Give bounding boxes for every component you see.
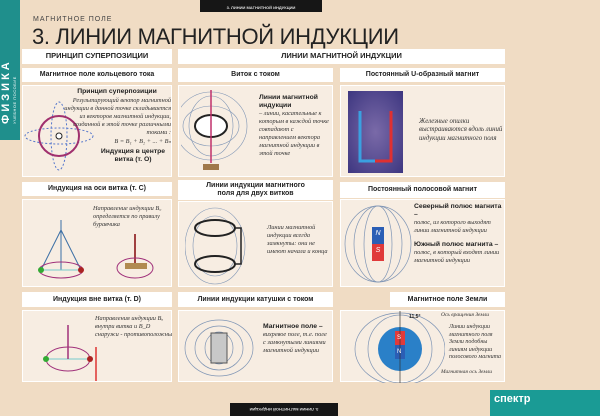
loop-field-diagram bbox=[181, 90, 248, 170]
two-loops-diagram bbox=[185, 207, 246, 285]
panel-title-axis: Индукция на оси витка (т. С) bbox=[22, 182, 172, 196]
north-text: полюс, из которого выходят линии магнитн… bbox=[414, 219, 491, 235]
panel-earth: S N 11,5° Ось вращения Земли Линии индук… bbox=[340, 310, 505, 383]
south-pole-label: S bbox=[375, 247, 381, 254]
section-label: МАГНИТНОЕ ПОЛЕ bbox=[33, 16, 113, 23]
north-term: Северный полюс магнита – bbox=[414, 203, 502, 219]
outside-induction-diagram bbox=[43, 325, 97, 381]
panel-u-magnet: Железные опилки выстраиваются вдоль лини… bbox=[340, 85, 505, 177]
panel-title-loop: Виток с током bbox=[178, 68, 333, 82]
logo-text: спектр bbox=[494, 393, 531, 405]
subject-subtitle: УЧЕБНОЕ ПОСОБИЕ bbox=[12, 76, 17, 124]
panel-coil: Магнитное поле – вихревое поле, т.е. пол… bbox=[178, 310, 333, 382]
panel-title-earth: Магнитное поле Земли bbox=[390, 292, 505, 307]
bottom-tab: 3. ЛИНИИ МАГНИТНОЙ ИНДУКЦИИ bbox=[230, 403, 338, 416]
ring-formula: B = B₁ + B₂ + ... + Bₙ bbox=[114, 138, 171, 146]
ring-current-diagram bbox=[24, 101, 94, 171]
earth-rotation-axis-label: Ось вращения Земли bbox=[441, 312, 490, 318]
outside-text: Направления индукции Bₒ внутри витка и B… bbox=[95, 315, 173, 338]
panel-bar-magnet: N S Северный полюс магнита – полюс, из к… bbox=[340, 199, 505, 287]
column-header-right: ЛИНИИ МАГНИТНОЙ ИНДУКЦИИ bbox=[178, 49, 505, 64]
coil-diagram bbox=[184, 319, 254, 377]
axis-text: Направление индукции B꜀ определяется по … bbox=[93, 205, 162, 228]
panel-outside: Направления индукции Bₒ внутри витка и B… bbox=[22, 310, 172, 382]
panel-loop: Линии магнитной индукции – линии, касате… bbox=[178, 85, 333, 177]
u-magnet-icon bbox=[358, 111, 393, 163]
earth-text: Линии индукции магнитного поля Земли под… bbox=[449, 324, 501, 360]
subject-sidebar: ФИЗИКА УЧЕБНОЕ ПОСОБИЕ bbox=[0, 0, 20, 140]
panel-title-coil: Линии индукции катушки с током bbox=[178, 292, 333, 307]
earth-field-diagram bbox=[354, 311, 445, 383]
panel-title-ring: Магнитное поле кольцевого тока bbox=[22, 68, 172, 82]
loop-term: Линии магнитной индукции bbox=[259, 94, 318, 110]
panel-title-u-magnet: Постоянный U-образный магнит bbox=[340, 68, 505, 82]
loop-text: – линии, касательные к которым в каждой … bbox=[259, 110, 329, 157]
iron-filings-image bbox=[348, 91, 403, 173]
panel-title-two-loops: Линии индукции магнитного поля для двух … bbox=[178, 180, 333, 200]
page-title: 3. ЛИНИИ МАГНИТНОЙ ИНДУКЦИИ bbox=[32, 24, 399, 49]
two-loops-text: Линии магнитной индукции всегда замкнуты… bbox=[267, 224, 328, 255]
subject-label: ФИЗИКА bbox=[0, 59, 12, 124]
panel-axis: Направление индукции B꜀ определяется по … bbox=[22, 199, 172, 287]
ring-subtitle: Принцип суперпозиции bbox=[77, 88, 157, 95]
column-header-left: ПРИНЦИП СУПЕРПОЗИЦИИ bbox=[22, 49, 172, 64]
earth-angle-label: 11,5° bbox=[409, 314, 421, 320]
panel-two-loops: Линии магнитной индукции всегда замкнуты… bbox=[178, 201, 333, 287]
earth-n-label: N bbox=[397, 349, 402, 355]
earth-s-label: S bbox=[397, 335, 402, 341]
panel-title-outside: Индукция вне витка (т. D) bbox=[22, 292, 172, 307]
coil-text: вихревое поле, т.е. поле с замкнутыми ли… bbox=[263, 331, 327, 354]
north-pole-label: N bbox=[375, 230, 381, 237]
earth-magnetic-axis-label: Магнитная ось Земли bbox=[441, 369, 493, 375]
publisher-logo: спектр bbox=[490, 390, 600, 416]
south-term: Южный полюс магнита – bbox=[414, 241, 499, 249]
coil-term: Магнитное поле – bbox=[263, 323, 323, 330]
south-text: полюс, в который входят линии магнитной … bbox=[414, 249, 500, 265]
u-magnet-text: Железные опилки выстраиваются вдоль лини… bbox=[419, 118, 503, 142]
bar-magnet-diagram bbox=[344, 205, 412, 283]
ring-text: Результирующий вектор магнитной индукции… bbox=[64, 97, 171, 136]
ring-caption: Индукция в центре витка (т. О) bbox=[100, 148, 166, 164]
top-tab: 3. ЛИНИИ МАГНИТНОЙ ИНДУКЦИИ bbox=[200, 0, 322, 12]
panel-ring: Принцип суперпозиции Результирующий вект… bbox=[22, 85, 172, 177]
panel-title-bar-magnet: Постоянный полосовой магнит bbox=[340, 182, 505, 198]
axis-induction-diagram bbox=[38, 220, 154, 279]
